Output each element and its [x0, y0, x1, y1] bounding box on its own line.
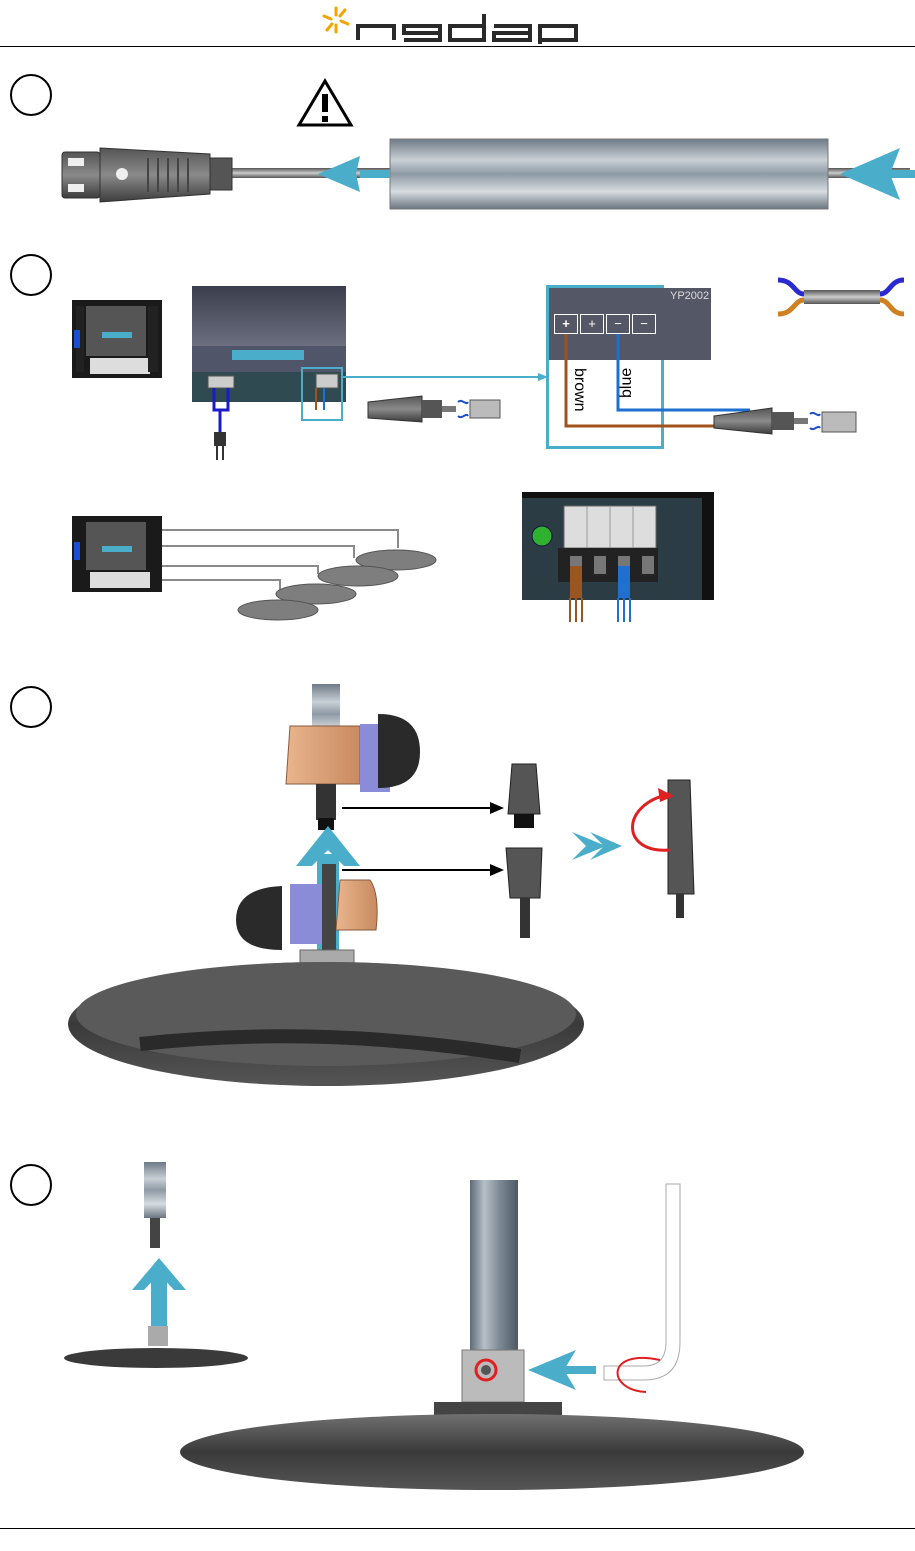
step-2-marker — [10, 254, 52, 296]
reader-device-image-2 — [72, 516, 162, 592]
wire-label-brown: brown — [570, 368, 588, 412]
cable-legend-image — [774, 272, 908, 322]
multi-antenna-wiring — [162, 526, 462, 622]
brand-logo: nedap — [322, 4, 592, 44]
wire-label-blue: blue — [618, 368, 636, 398]
reader-device-image — [72, 300, 162, 378]
step-1-marker — [10, 74, 52, 116]
step3-connection-illustration — [60, 684, 820, 1098]
warning-triangle-icon — [296, 78, 354, 128]
step1-connector-illustration — [60, 134, 915, 214]
step-3-marker — [10, 686, 52, 728]
header-rule — [0, 46, 915, 47]
zoom-link-line — [342, 372, 552, 382]
nedap-star-icon — [322, 4, 592, 44]
terminal-photo — [522, 492, 714, 624]
terminal-model-label: YP2002 — [670, 290, 709, 302]
footer-rule — [0, 1528, 915, 1529]
step4-large-illustration — [176, 1180, 806, 1500]
terminal-wires — [560, 330, 860, 440]
step-4-marker — [10, 1164, 52, 1206]
